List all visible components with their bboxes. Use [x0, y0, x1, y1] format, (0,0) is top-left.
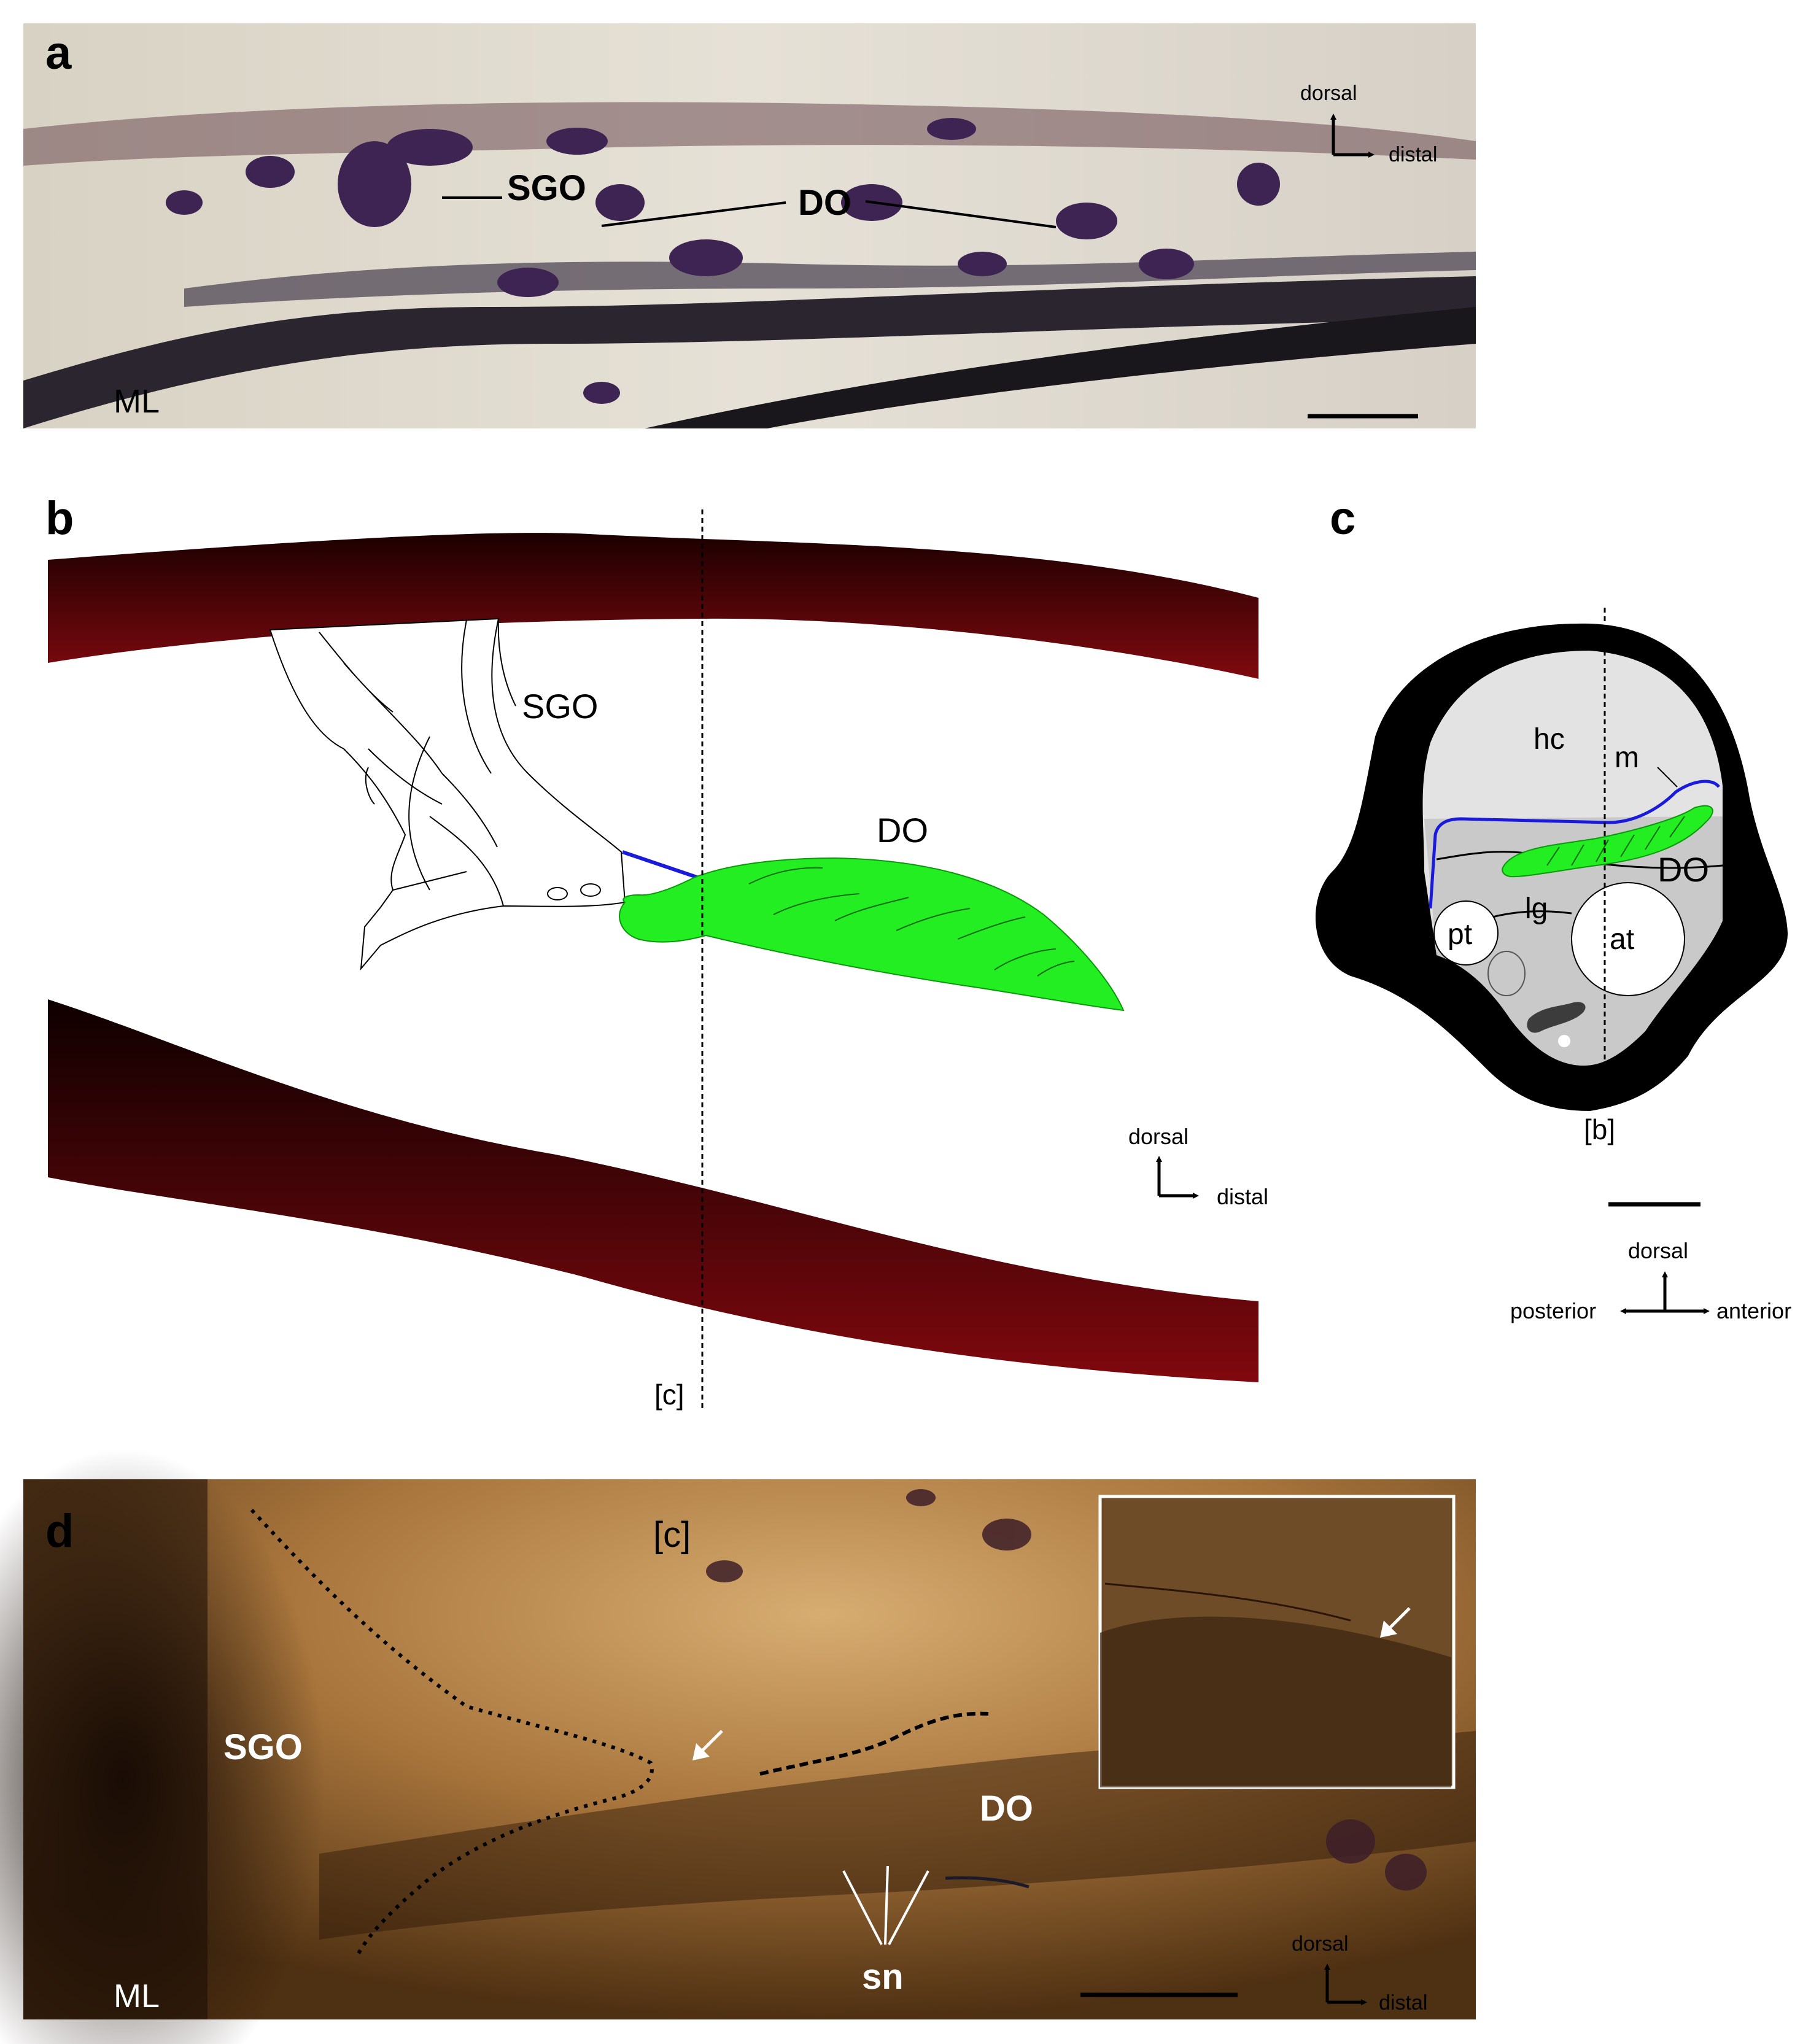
panel-letter-d: d — [45, 1505, 74, 1557]
membrane-c — [1429, 780, 1721, 909]
panel-letter-a: a — [45, 27, 72, 79]
label-sgo-a: SGO — [507, 168, 586, 208]
orientation-c: dorsal posterior anterior — [1510, 1238, 1791, 1323]
panel-letter-c: c — [1330, 492, 1355, 544]
label-m-c: m — [1615, 741, 1639, 774]
panel-b: b SGO DO [c] — [45, 492, 1268, 1411]
axis-label-distal-a: distal — [1389, 143, 1437, 166]
label-sn-d: sn — [862, 1957, 904, 1997]
leader-do-a-2 — [865, 200, 1057, 228]
lower-cuticle-b — [48, 999, 1258, 1382]
at-structure-c — [1571, 882, 1685, 996]
label-section-d: [c] — [653, 1515, 691, 1555]
label-do-d: DO — [980, 1789, 1033, 1829]
do-boundary-d — [759, 1711, 989, 1776]
dark-tract-c — [1527, 1002, 1586, 1033]
label-do-a: DO — [798, 183, 851, 223]
do-fibers-c — [1546, 816, 1685, 866]
sn-leaders-d — [842, 1865, 929, 1945]
granule-clusters-a — [166, 118, 1280, 404]
panel-letter-b: b — [45, 492, 74, 544]
small-vessel-c — [1487, 951, 1526, 996]
granule-spots-d — [706, 1489, 1427, 1891]
axis-label-dorsal-d: dorsal — [1292, 1932, 1349, 1956]
axis-label-anterior-c: anterior — [1716, 1298, 1791, 1323]
axis-label-dorsal-c: dorsal — [1628, 1238, 1688, 1263]
membrane-b — [622, 850, 699, 880]
axis-label-distal-d: distal — [1379, 1991, 1427, 2015]
label-section-b: [c] — [654, 1379, 684, 1411]
leader-m-c — [1657, 767, 1678, 788]
panel-a: SGO DO ML dorsal distal a — [23, 23, 1476, 428]
leader-do-a-1 — [601, 201, 786, 227]
label-do-c: DO — [1658, 850, 1709, 889]
panel-d: [c] SGO DO sn ML dorsal distal d — [0, 1449, 1476, 2044]
panel-c: c hc m — [1315, 492, 1791, 1323]
nerve-band-a-1 — [23, 276, 1476, 428]
do-fibers-b — [748, 867, 1075, 977]
axis-label-distal-b: distal — [1217, 1184, 1268, 1209]
axis-label-dorsal-b: dorsal — [1128, 1124, 1189, 1149]
label-ml-d: ML — [114, 1978, 160, 2015]
axis-label-posterior-c: posterior — [1510, 1298, 1596, 1323]
nerve-fiber-d — [945, 1876, 1030, 1889]
do-organ-b — [619, 857, 1125, 1012]
label-sgo-b: SGO — [522, 687, 598, 726]
label-ml-a: ML — [114, 383, 160, 420]
axis-label-dorsal-a: dorsal — [1300, 82, 1357, 105]
pt-structure-c — [1433, 900, 1499, 966]
label-section-c: [b] — [1584, 1113, 1615, 1145]
orientation-d: dorsal distal — [1292, 1932, 1427, 2015]
label-lg-c: lg — [1525, 892, 1548, 925]
label-sgo-d: SGO — [223, 1727, 303, 1767]
orientation-b: dorsal distal — [1128, 1124, 1268, 1209]
label-pt-c: pt — [1448, 918, 1472, 951]
label-hc-c: hc — [1534, 723, 1565, 756]
label-at-c: at — [1610, 923, 1634, 956]
sgo-outline-b — [269, 617, 626, 971]
orientation-a: dorsal distal — [1300, 82, 1437, 166]
nerve-band-a-2 — [645, 307, 1476, 428]
arrow-icon-inset — [1380, 1607, 1411, 1638]
label-do-b: DO — [877, 811, 928, 850]
arrow-icon-d — [692, 1730, 723, 1760]
sgo-boundary-d — [250, 1508, 654, 1959]
upper-cuticle-b — [48, 533, 1258, 679]
